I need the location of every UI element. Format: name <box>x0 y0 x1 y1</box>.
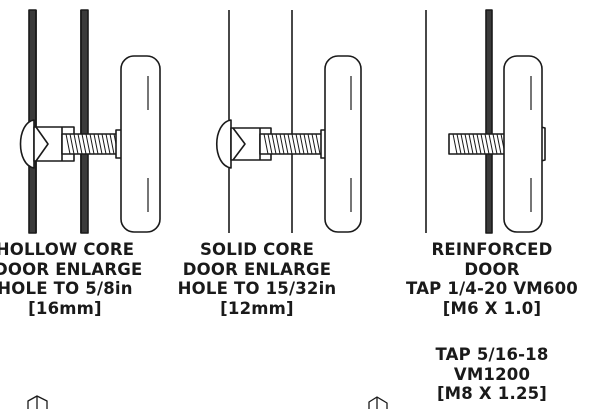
reinforced-alt-caption: TAP 5/16-18 VM1200 [M8 X 1.25] <box>405 345 579 404</box>
caption-line: REINFORCED <box>431 240 553 259</box>
tap-tool-sketch-left <box>27 395 48 409</box>
solid-core-door-section <box>228 10 293 233</box>
caption-line: VM1200 <box>453 364 531 384</box>
caption-line: [M8 X 1.25] <box>436 384 548 403</box>
reinforced-handle-bar <box>503 55 543 233</box>
hollow-core-caption: HOLLOW CORE DOOR ENLARGE HOLE TO 5/8in [… <box>0 240 143 318</box>
caption-line: DOOR <box>464 259 520 279</box>
caption-line: [M6 X 1.0] <box>442 298 542 318</box>
caption-line: HOLE TO 15/32in <box>177 279 337 298</box>
solid-core-caption: SOLID CORE DOOR ENLARGE HOLE TO 15/32in … <box>172 240 342 318</box>
caption-line: SOLID CORE <box>199 240 315 259</box>
caption-line: TAP 1/4-20 VM600 <box>406 279 578 298</box>
caption-line: [16mm] <box>28 298 102 318</box>
reinforced-caption: REINFORCED DOOR TAP 1/4-20 VM600 [M6 X 1… <box>375 240 609 318</box>
hollow-core-threaded-screw <box>61 129 124 159</box>
hollow-core-handle-bar <box>120 55 161 233</box>
caption-line: TAP 5/16-18 <box>435 345 549 364</box>
caption-line: HOLLOW CORE <box>0 240 135 259</box>
caption-line: DOOR ENLARGE <box>0 259 143 279</box>
caption-line: [12mm] <box>220 298 294 318</box>
caption-line: DOOR ENLARGE <box>182 259 332 279</box>
tap-tool-sketch-right <box>368 396 388 409</box>
solid-core-handle-bar <box>324 55 362 233</box>
caption-line: HOLE TO 5/8in <box>0 279 133 298</box>
reinforced-door-section <box>425 9 493 234</box>
solid-core-threaded-screw <box>259 129 329 159</box>
hollow-core-door-section <box>28 9 89 234</box>
